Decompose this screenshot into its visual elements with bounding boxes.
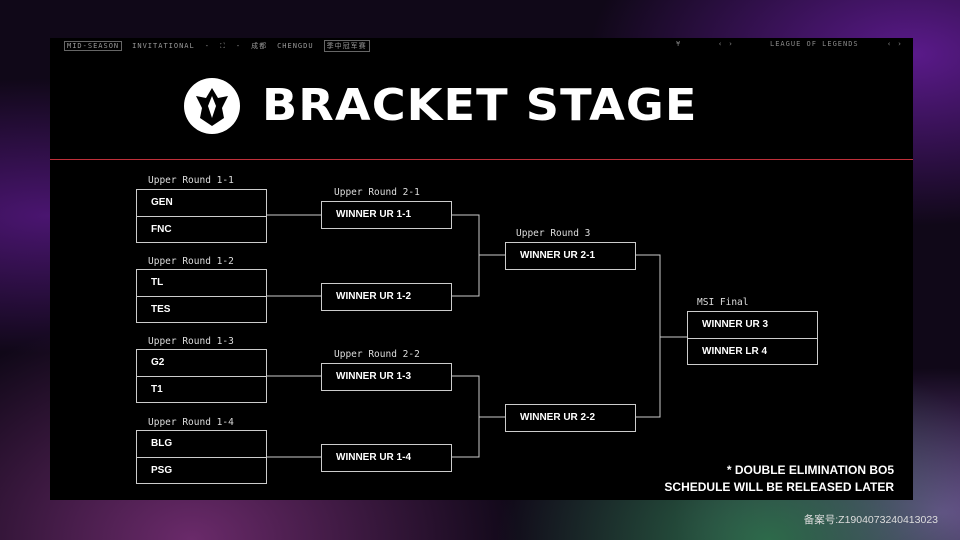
code: ‹ › [887,40,903,48]
game-name: LEAGUE OF LEGENDS [770,40,859,48]
event-tag: MID-SEASON [64,41,123,51]
team: T1 [137,376,266,402]
round-label: Upper Round 3 [516,228,591,239]
team: WINNER UR 1-1 [336,209,412,220]
team: WINNER UR 3 [702,319,769,330]
match-ur2-1b: WINNER UR 1-2 [321,283,452,311]
match-ur2-1a: WINNER UR 1-1 [321,201,452,229]
team: GEN [151,197,173,208]
team: WINNER UR 2-2 [520,412,596,423]
team: WINNER UR 1-4 [336,452,412,463]
logo-icon [196,88,228,126]
round-label: Upper Round 2-2 [334,349,420,360]
team: PSG [137,457,266,483]
msi-logo [184,78,240,134]
match-ur2-2a: WINNER UR 1-3 [321,363,452,391]
note-line: SCHEDULE WILL BE RELEASED LATER [664,480,894,494]
match-ur1-2: TL TES [136,269,267,323]
divider [50,159,913,160]
round-label: MSI Final [697,297,749,308]
expand-icon: ⛶ [219,41,226,50]
icp-number: 备案号:Z1904073240413023 [803,514,938,526]
match-ur3b: WINNER UR 2-2 [505,404,636,432]
event-name: INVITATIONAL [132,42,195,50]
city-cn: 成都 [251,42,268,50]
note-line: * DOUBLE ELIMINATION BO5 [726,463,894,477]
page-title: BRACKET STAGE [262,80,698,131]
match-ur1-4: BLG PSG [136,430,267,484]
match-ur3a: WINNER UR 2-1 [505,242,636,270]
round-label: Upper Round 1-3 [148,336,234,347]
round-label: Upper Round 1-4 [148,417,234,428]
mark: ¥ [676,40,682,48]
team: TES [137,296,266,322]
match-ur2-2b: WINNER UR 1-4 [321,444,452,472]
team: FNC [137,216,266,242]
match-ur1-1: GEN FNC [136,189,267,243]
team: WINNER UR 2-1 [520,250,596,261]
team: WINNER UR 1-2 [336,291,412,302]
city: CHENGDU [277,42,314,50]
match-final: WINNER UR 3 WINNER LR 4 [687,311,818,365]
top-bar: MID-SEASON INVITATIONAL - ⛶ - 成都 CHENGDU… [64,40,370,52]
team: G2 [151,357,165,368]
round-label: Upper Round 2-1 [334,187,420,198]
round-label: Upper Round 1-1 [148,175,234,186]
team: WINNER UR 1-3 [336,371,412,382]
separator: - [235,42,242,50]
event-tag-cn: 季中冠军赛 [323,40,370,52]
team: TL [151,277,164,288]
code: ‹ › [718,40,734,48]
team: BLG [151,438,173,449]
separator: - [204,42,210,50]
round-label: Upper Round 1-2 [148,256,234,267]
team: WINNER LR 4 [688,338,817,364]
